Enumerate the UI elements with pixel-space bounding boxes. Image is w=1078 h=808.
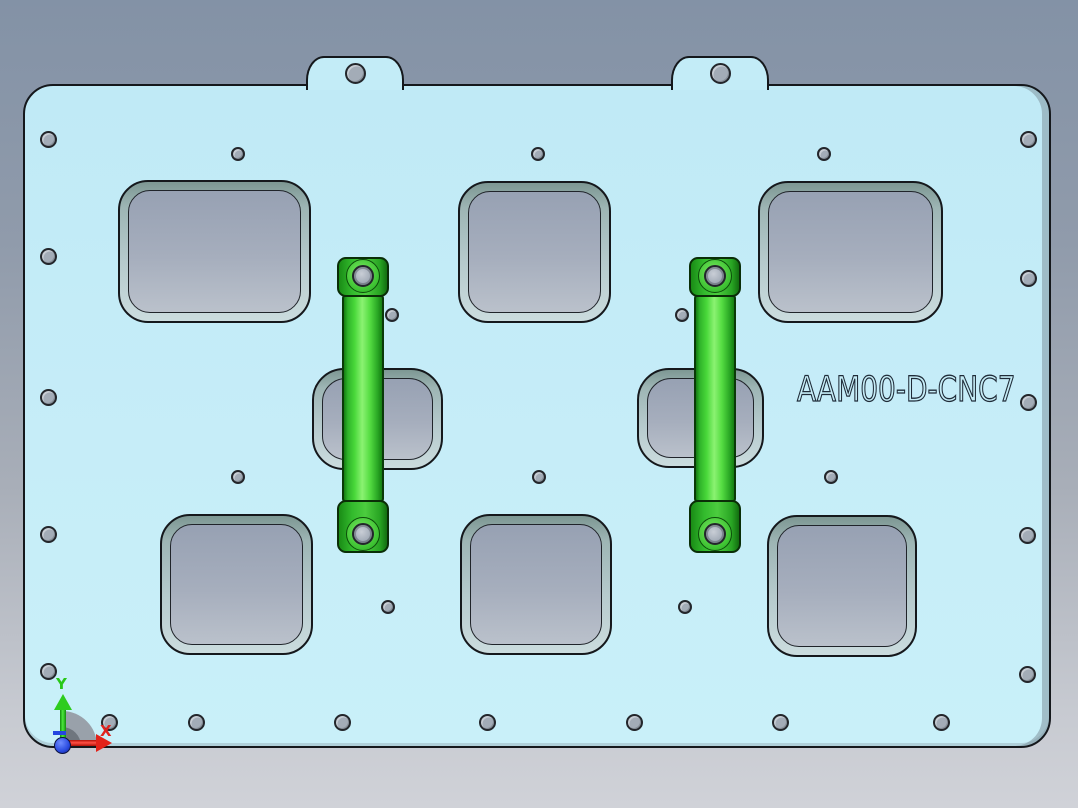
hole[interactable] <box>709 62 731 84</box>
hole[interactable] <box>1018 526 1036 544</box>
pocket[interactable] <box>458 181 611 323</box>
pocket[interactable] <box>460 514 612 655</box>
hole[interactable] <box>675 308 689 322</box>
hole[interactable] <box>1018 665 1036 683</box>
pocket[interactable] <box>767 515 917 657</box>
hole[interactable] <box>531 147 545 161</box>
hole[interactable] <box>39 525 57 543</box>
hole[interactable] <box>231 470 245 484</box>
pocket[interactable] <box>160 514 313 655</box>
locating-tab[interactable] <box>671 56 769 90</box>
x-axis-label: X <box>100 722 112 740</box>
hole[interactable] <box>1019 393 1037 411</box>
x-axis-arrowhead-icon <box>96 734 112 752</box>
clamp-bolt[interactable] <box>352 523 374 545</box>
origin-sphere-icon <box>54 737 71 754</box>
hole[interactable] <box>344 62 366 84</box>
hole[interactable] <box>381 600 395 614</box>
hole[interactable] <box>478 713 496 731</box>
hole[interactable] <box>771 713 789 731</box>
hole[interactable] <box>625 713 643 731</box>
hole[interactable] <box>1019 130 1037 148</box>
clamp-bar[interactable] <box>342 295 384 502</box>
clamp-bolt[interactable] <box>352 265 374 287</box>
y-axis-arrowhead-icon <box>54 694 72 710</box>
hole[interactable] <box>231 147 245 161</box>
hole[interactable] <box>39 247 57 265</box>
pocket[interactable] <box>118 180 311 323</box>
pocket-floor <box>128 190 301 313</box>
hole[interactable] <box>39 662 57 680</box>
y-axis-arrow <box>60 708 66 746</box>
hole[interactable] <box>39 130 57 148</box>
pocket-floor <box>768 191 933 313</box>
pocket-floor <box>470 524 602 645</box>
hole[interactable] <box>824 470 838 484</box>
hole[interactable] <box>187 713 205 731</box>
pocket[interactable] <box>758 181 943 323</box>
hole[interactable] <box>333 713 351 731</box>
clamp-bolt[interactable] <box>704 265 726 287</box>
x-axis-arrow <box>66 740 98 746</box>
hole[interactable] <box>932 713 950 731</box>
part-label: AAM00-D-CNC7 <box>796 370 1016 410</box>
hole[interactable] <box>532 470 546 484</box>
clamp-bolt[interactable] <box>704 523 726 545</box>
hole[interactable] <box>385 308 399 322</box>
clamp-bar[interactable] <box>694 295 736 502</box>
y-axis-label: Y <box>56 675 67 693</box>
hole[interactable] <box>678 600 692 614</box>
hole[interactable] <box>817 147 831 161</box>
pocket-floor <box>170 524 303 645</box>
hole[interactable] <box>39 388 57 406</box>
pocket-floor <box>468 191 601 313</box>
pocket-floor <box>777 525 907 647</box>
hole[interactable] <box>100 713 118 731</box>
z-axis-tick <box>53 731 66 735</box>
hole[interactable] <box>1019 269 1037 287</box>
